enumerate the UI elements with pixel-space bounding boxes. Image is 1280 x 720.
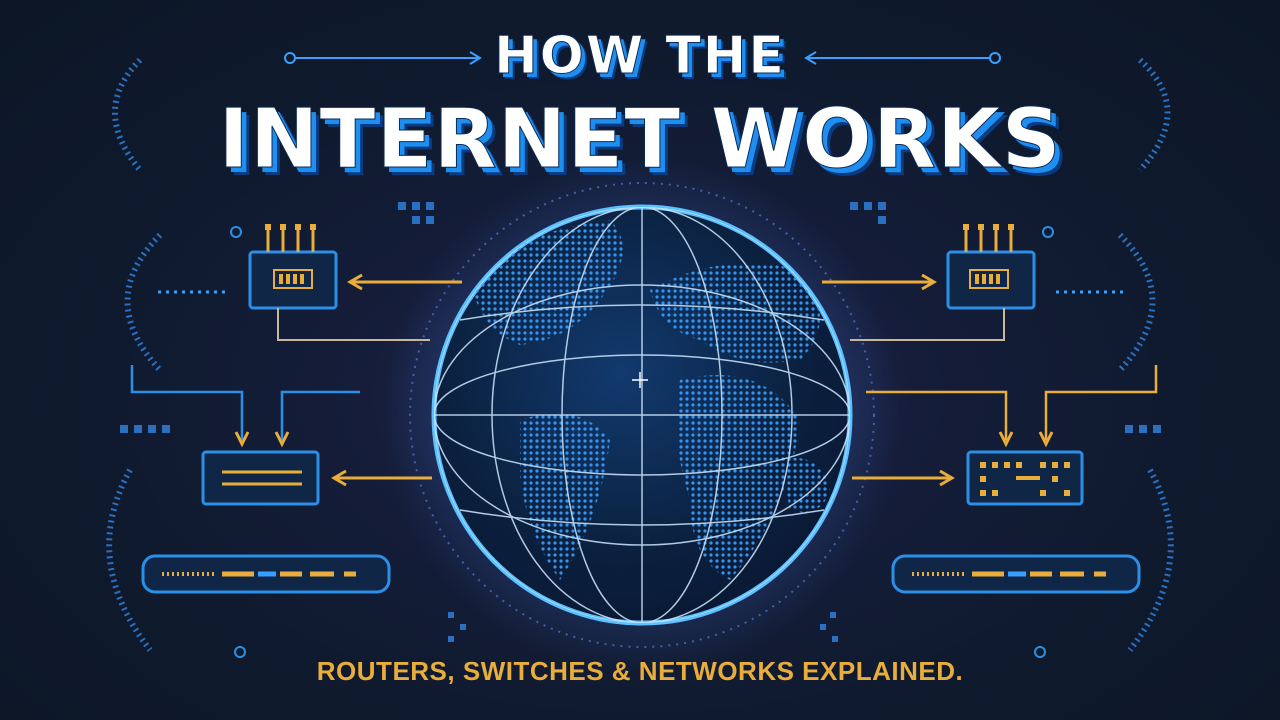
title-line-2: INTERNET WORKS: [218, 92, 1062, 188]
connection-arrow-icon: [130, 226, 462, 658]
router-icon: [946, 224, 1036, 310]
connection-arrow-icon: [822, 226, 1158, 658]
switch-icon: [966, 450, 1084, 506]
router-icon: [248, 224, 338, 310]
pixel-dots: [120, 202, 1161, 642]
left-network: [130, 224, 462, 658]
top-connection-arrows: [284, 51, 1001, 65]
switch-icon: [201, 450, 320, 506]
globe-icon: [382, 155, 902, 675]
network-device-icon: [141, 554, 391, 594]
subtitle: ROUTERS, SWITCHES & NETWORKS EXPLAINED.: [316, 656, 964, 686]
network-device-icon: [891, 554, 1141, 594]
right-network: [822, 224, 1158, 658]
decorative-side-arcs: [106, 57, 1174, 652]
title-line-1: HOW THE: [494, 26, 786, 87]
